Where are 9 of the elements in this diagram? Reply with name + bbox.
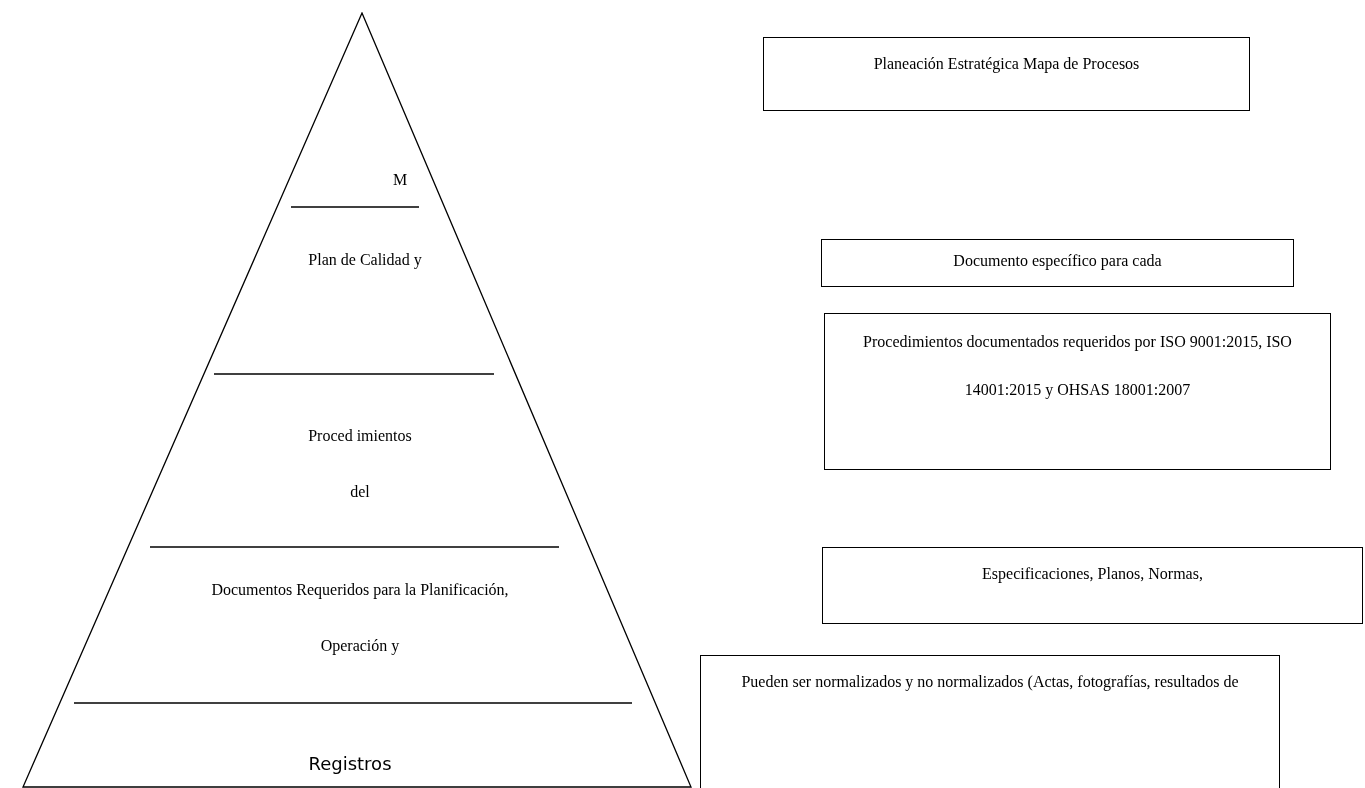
pyramid-level-text: Plan de Calidad y: [290, 232, 440, 344]
text-box: Pueden ser normalizados y no normalizados (Actas, fotografías, resultados de: [700, 655, 1280, 788]
text-box: Especificaciones, Planos, Normas,: [822, 547, 1363, 624]
text-box: Planeación Estratégica Mapa de Procesos: [763, 37, 1250, 111]
text-box: Documento específico para cada: [821, 239, 1294, 287]
pyramid-level-text: Documentos Requeridos para la Planificación, Operación y: [200, 562, 520, 730]
pyramid-level-text: Proced imientos del: [300, 408, 420, 520]
text-box: Procedimientos documentados requeridos por ISO 9001:2015, ISO 14001:2015 y OHSAS 18001:2007: [824, 313, 1331, 470]
pyramid-level-text: Registros: [250, 744, 450, 784]
